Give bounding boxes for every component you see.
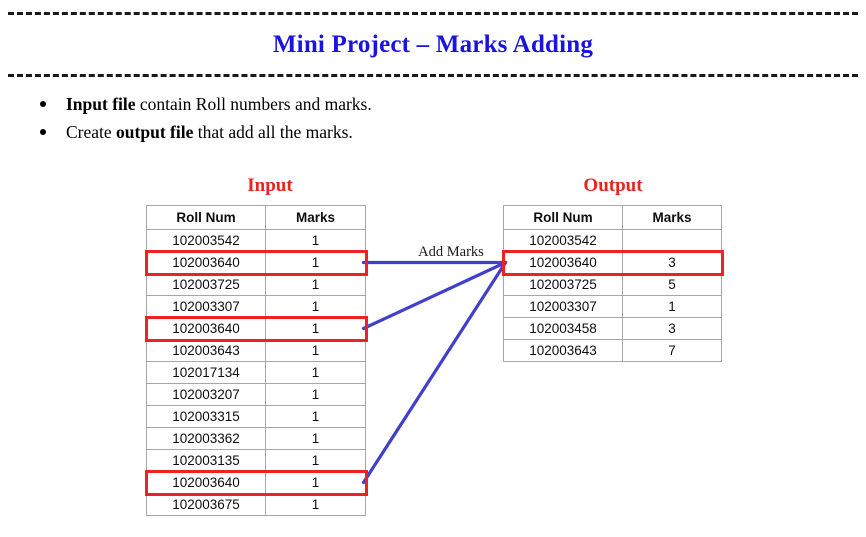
cell-marks: 1 <box>265 405 366 428</box>
bullet-dot-icon <box>40 101 46 107</box>
cell-marks: 1 <box>265 493 366 516</box>
list-item-text: contain Roll numbers and marks. <box>135 94 372 114</box>
cell-marks: 1 <box>265 251 366 274</box>
cell-marks: 1 <box>265 317 366 340</box>
cell-roll-num: 102003207 <box>146 383 266 406</box>
cell-roll-num: 102003725 <box>503 273 623 296</box>
cell-marks: 7 <box>622 339 722 362</box>
horizontal-divider-bottom <box>8 74 858 77</box>
cell-roll-num: 102003458 <box>503 317 623 340</box>
cell-marks: 1 <box>265 471 366 494</box>
cell-marks: 1 <box>265 273 366 296</box>
cell-marks: 1 <box>265 449 366 472</box>
cell-roll-num: 102003640 <box>146 251 266 274</box>
cell-roll-num: 102003640 <box>146 471 266 494</box>
table-header-row: Roll Num Marks <box>503 205 722 230</box>
column-header-roll-num: Roll Num <box>503 205 623 230</box>
connector-line <box>361 260 508 485</box>
cell-marks: 1 <box>265 361 366 384</box>
list-item-bold: Input file <box>66 94 136 114</box>
list-item-text: that add all the marks. <box>193 122 353 142</box>
cell-marks: 1 <box>265 383 366 406</box>
cell-roll-num: 102003640 <box>146 317 266 340</box>
cell-roll-num: 102017134 <box>146 361 266 384</box>
cell-roll-num: 102003640 <box>503 251 623 274</box>
cell-roll-num: 102003362 <box>146 427 266 450</box>
cell-roll-num: 102003307 <box>146 295 266 318</box>
table-header-row: Roll Num Marks <box>146 205 366 230</box>
horizontal-divider-top <box>8 12 858 15</box>
page-title: Mini Project – Marks Adding <box>272 31 594 58</box>
cell-roll-num: 102003542 <box>146 229 266 252</box>
cell-marks: 1 <box>265 339 366 362</box>
cell-roll-num: 102003542 <box>503 229 623 252</box>
list-item: Create output file that add all the mark… <box>30 120 650 145</box>
cell-marks: 1 <box>265 229 366 252</box>
bullet-dot-icon <box>40 129 46 135</box>
cell-marks: 1 <box>622 295 722 318</box>
cell-roll-num: 102003315 <box>146 405 266 428</box>
connector-line <box>361 260 508 331</box>
cell-marks <box>622 229 722 252</box>
cell-marks: 3 <box>622 251 722 274</box>
cell-roll-num: 102003643 <box>146 339 266 362</box>
list-item-lead: Create <box>66 122 117 142</box>
cell-roll-num: 102003675 <box>146 493 266 516</box>
column-header-marks: Marks <box>265 205 366 230</box>
cell-marks: 3 <box>622 317 722 340</box>
cell-marks: 5 <box>622 273 722 296</box>
cell-roll-num: 102003307 <box>503 295 623 318</box>
cell-roll-num: 102003135 <box>146 449 266 472</box>
add-marks-label: Add Marks <box>418 244 484 260</box>
column-header-roll-num: Roll Num <box>146 205 266 230</box>
cell-roll-num: 102003643 <box>503 339 623 362</box>
output-section-caption: Output <box>583 175 643 196</box>
table-row: 102003542 <box>503 229 722 252</box>
cell-marks: 1 <box>265 427 366 450</box>
list-item: Input file contain Roll numbers and mark… <box>30 92 650 117</box>
input-section-caption: Input <box>247 175 293 196</box>
column-header-marks: Marks <box>622 205 722 230</box>
cell-roll-num: 102003725 <box>146 273 266 296</box>
bullet-list: Input file contain Roll numbers and mark… <box>30 92 650 148</box>
list-item-bold: output file <box>116 122 194 142</box>
cell-marks: 1 <box>265 295 366 318</box>
